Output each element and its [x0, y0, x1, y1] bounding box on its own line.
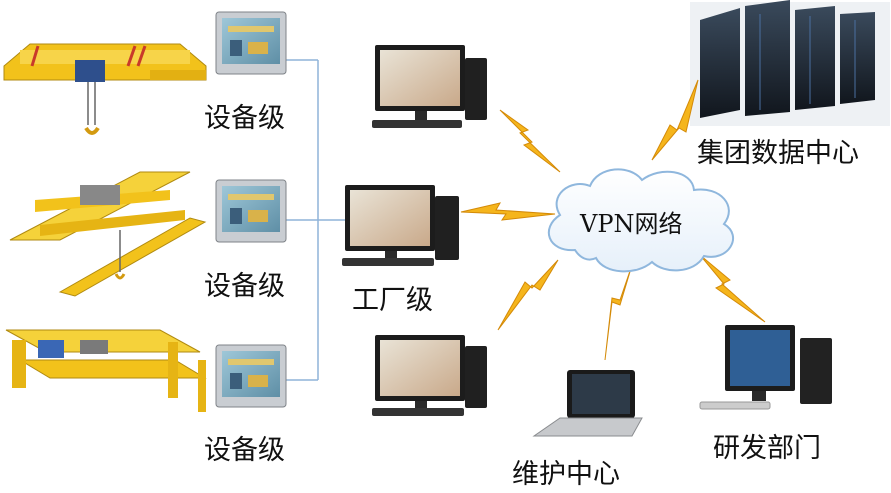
vpn-network-label: VPN网络 — [580, 210, 683, 238]
lightning-icon — [651, 79, 699, 161]
laptop-icon — [532, 370, 643, 437]
desktop-computer-icon — [342, 185, 459, 266]
rnd-department-label: 研发部门 — [713, 433, 821, 464]
lightning-icon — [699, 254, 766, 323]
server-room-icon — [690, 0, 890, 126]
crane-icon — [5, 329, 207, 412]
lightning-icon — [497, 259, 559, 331]
maintenance-center-label: 维护中心 — [512, 459, 620, 490]
touch-panel-icon — [215, 11, 287, 75]
device-level-label: 设备级 — [204, 435, 285, 466]
crane-icon — [3, 43, 207, 135]
touch-panel-icon — [215, 179, 287, 243]
lightning-icon — [499, 109, 561, 173]
desktop-computer-icon — [699, 325, 832, 410]
device-level-label: 设备级 — [204, 103, 285, 134]
lightning-icon — [460, 202, 556, 221]
factory-level-label: 工厂级 — [352, 285, 433, 316]
group-data-center-label: 集团数据中心 — [697, 138, 859, 169]
desktop-computer-icon — [372, 45, 487, 128]
lightning-icons — [460, 79, 766, 361]
lightning-icon — [604, 264, 633, 361]
device-level-label: 设备级 — [204, 271, 285, 302]
desktop-computer-icon — [372, 335, 487, 416]
cloud-icon — [548, 168, 735, 273]
crane-icon — [9, 171, 207, 297]
touch-panel-icon — [215, 344, 287, 408]
panel-connector-lines — [285, 59, 345, 381]
